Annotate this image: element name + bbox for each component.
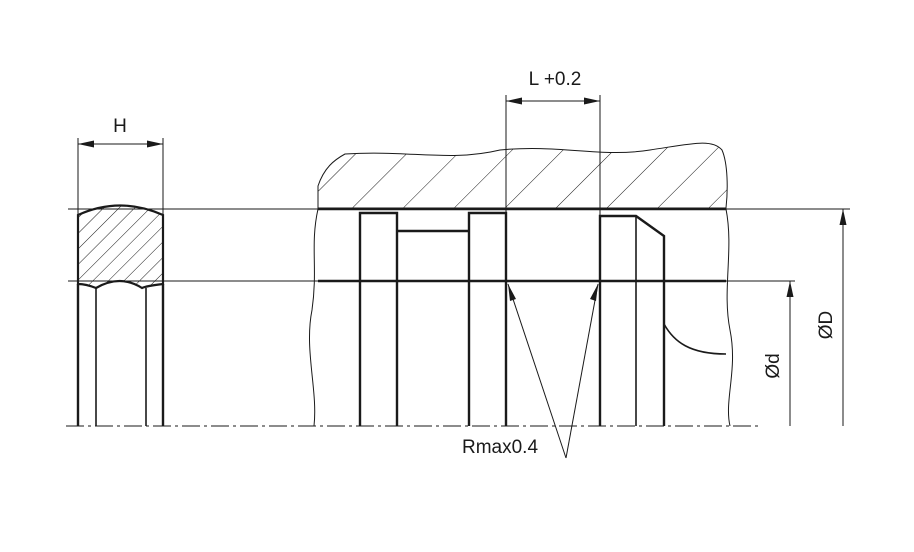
inner-diameter-label: Ød xyxy=(763,353,784,378)
seal-cross-section xyxy=(76,196,165,426)
groove-length-dimension: L +0.2 xyxy=(505,69,601,216)
outer-diameter-label: ØD xyxy=(816,311,837,340)
height-dimension: H xyxy=(77,116,164,200)
housing-hatched-section xyxy=(317,142,728,209)
radius-leaders: Rmax0.4 xyxy=(462,283,599,459)
groove-walls xyxy=(358,211,727,426)
radius-label: Rmax0.4 xyxy=(462,437,538,458)
housing xyxy=(309,142,733,427)
inner-diameter-dimension: Ød xyxy=(763,281,794,426)
groove-length-label: L +0.2 xyxy=(529,69,582,90)
outer-diameter-dimension: ØD xyxy=(816,209,847,426)
seal-hatched-section xyxy=(76,204,165,290)
height-label: H xyxy=(113,116,127,137)
